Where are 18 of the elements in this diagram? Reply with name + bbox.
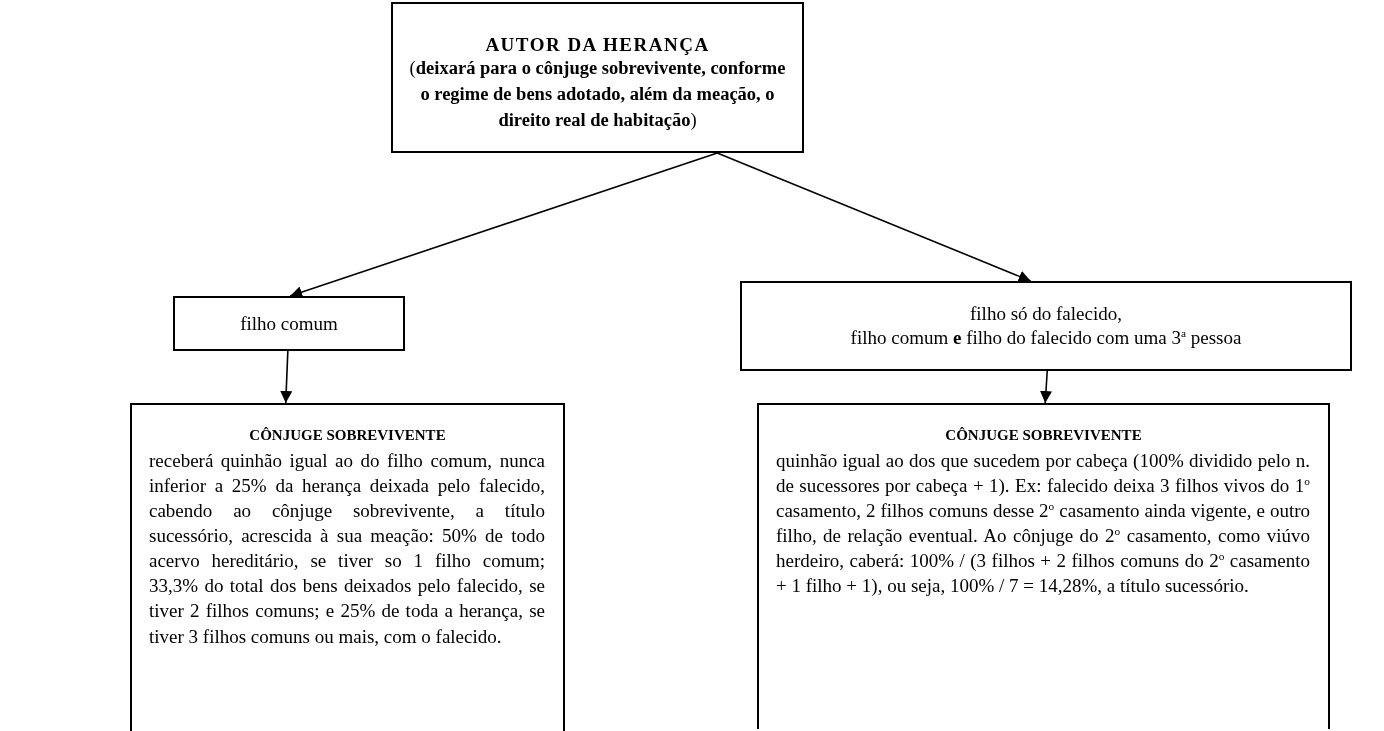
- box-label: filho comum: [239, 311, 339, 336]
- description: receberá quinhão igual ao do filho comum, nunca inferior a 25% da herança deixada pelo falecido, cabendo ao cônjuge sobrevivente, a título sucessório, acrescida à sua meação: 50% de todo acervo hereditário, se tiver so 1 filho comum; 33,3% do total dos bens deixados pelo falecido, se tiver 2 filhos comuns; e 25% de toda a herança, se tiver 3 filhos comuns ou mais, com o falecido.: [148, 449, 546, 649]
- process-box: [391, 2, 804, 153]
- text-card: [130, 403, 565, 731]
- arrow: [280, 350, 293, 404]
- heading: AUTOR DA HERANÇA: [484, 34, 711, 56]
- arrow: [716, 152, 1032, 282]
- description: quinhão igual ao dos que sucedem por cabeça (100% dividido pelo n. de sucessores por cabeça + 1). Ex: falecido deixa 3 filhos vivos do 1$^{o}$ casamento, 2 filhos comuns desse 2$^{o}$ casamento ainda vigente, e outro filho, de relação eventual. Ao cônjuge do 2$^{o}$ casamento, como viúvo herdeiro, caberá: 100% / (3 filhos + 2 filhos comuns do 2$^{o}$ casamento + 1 filho + 1), ou seja, 100% / 7 = 14,28%, a título sucessório.: [775, 449, 1311, 599]
- arrow: [1040, 370, 1052, 404]
- box-label: filho comum e filho do falecido com uma 3$^{a}$ pessoa: [849, 326, 1243, 350]
- heading: CÔNJUGE SOBREVIVENTE: [944, 427, 1143, 444]
- description: (deixará para o cônjuge sobrevivente, conforme o regime de bens adotado, além da meação, o direito real de habitação): [408, 57, 787, 132]
- process-box: [740, 281, 1352, 371]
- heading: CÔNJUGE SOBREVIVENTE: [248, 427, 447, 444]
- process-box: [173, 296, 405, 351]
- text-card: [757, 403, 1330, 729]
- box-label: filho só do falecido,: [969, 302, 1123, 326]
- arrow: [289, 152, 719, 298]
